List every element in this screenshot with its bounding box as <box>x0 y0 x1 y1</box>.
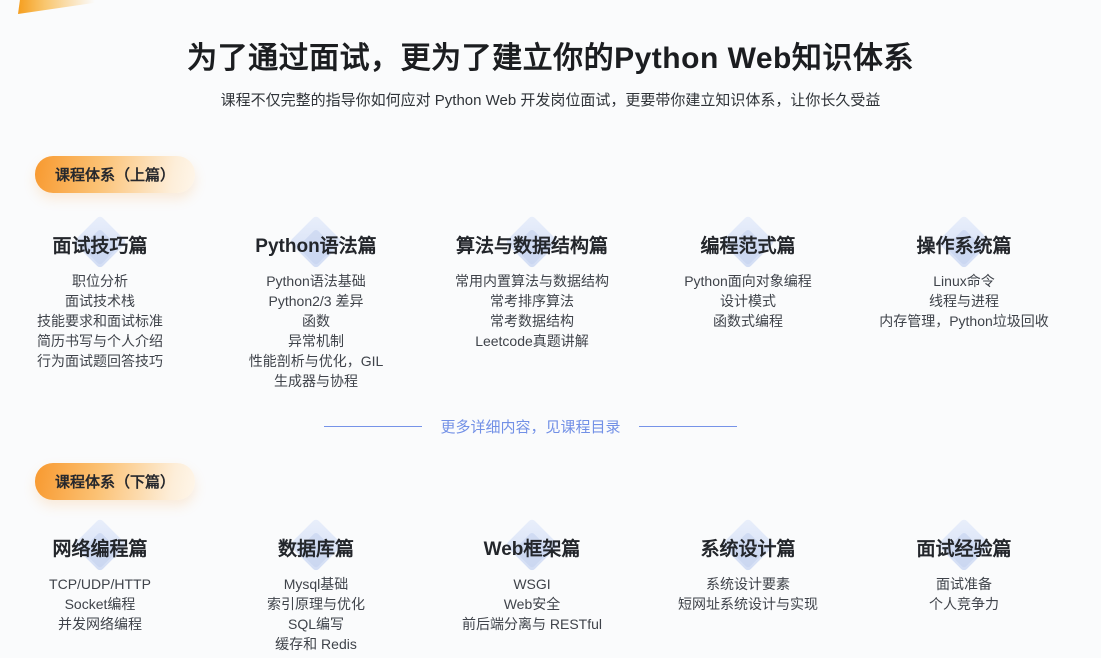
course-topic-item: Leetcode真题讲解 <box>475 332 589 349</box>
course-topic-item: 前后端分离与 RESTful <box>461 615 602 632</box>
column-heading-label: 操作系统篇 <box>916 236 1012 258</box>
course-column: 编程范式篇 Python面向对象编程 设计模式 函数式编程 <box>640 214 856 391</box>
course-topic-item: Web安全 <box>503 595 561 612</box>
column-heading: 操作系统篇 <box>856 214 1072 269</box>
course-topic-item: 个人竞争力 <box>929 595 999 612</box>
upper-badge-row: 课程体系（上篇） <box>35 155 1101 193</box>
upper-course-grid: 面试技巧篇 职位分析 面试技术栈 技能要求和面试标准 简历书写与个人介绍 行为面… <box>0 214 1072 391</box>
course-topic-item: 函数式编程 <box>713 312 783 329</box>
topic-list: 系统设计要素 短网址系统设计与实现 <box>640 574 856 614</box>
divider-line-left <box>324 426 423 428</box>
column-heading: 编程范式篇 <box>640 214 856 269</box>
topic-list: 面试准备 个人竞争力 <box>856 574 1072 614</box>
lower-course-grid: 网络编程篇 TCP/UDP/HTTP Socket编程 并发网络编程 数据库篇 … <box>0 517 1072 654</box>
topic-list: Linux命令 线程与进程 内存管理，Python垃圾回收 <box>856 271 1072 331</box>
column-heading: 面试技巧篇 <box>0 214 208 269</box>
course-topic-item: WSGI <box>513 575 551 592</box>
divider-line-right <box>638 426 737 428</box>
column-heading: Web框架篇 <box>424 517 640 572</box>
column-heading: 系统设计篇 <box>640 517 856 572</box>
course-topic-item: 常考数据结构 <box>490 312 574 329</box>
course-topic-item: 生成器与协程 <box>274 372 358 389</box>
course-column: 算法与数据结构篇 常用内置算法与数据结构 常考排序算法 常考数据结构 Leetc… <box>424 214 640 391</box>
column-heading-label: 数据库篇 <box>277 539 354 561</box>
column-heading-label: Web框架篇 <box>483 539 581 561</box>
course-topic-item: 系统设计要素 <box>706 575 790 592</box>
course-topic-item: 并发网络编程 <box>58 615 142 632</box>
column-heading-label: 编程范式篇 <box>700 236 796 258</box>
course-column: 操作系统篇 Linux命令 线程与进程 内存管理，Python垃圾回收 <box>856 214 1072 391</box>
column-heading: 面试经验篇 <box>856 517 1072 572</box>
course-topic-item: 短网址系统设计与实现 <box>678 595 818 612</box>
course-column: 系统设计篇 系统设计要素 短网址系统设计与实现 <box>640 517 856 654</box>
course-topic-item: Python2/3 差异 <box>268 292 364 309</box>
topic-list: Python面向对象编程 设计模式 函数式编程 <box>640 271 856 331</box>
course-topic-item: 技能要求和面试标准 <box>37 312 163 329</box>
topic-list: Mysql基础 索引原理与优化 SQL编写 缓存和 Redis <box>208 574 424 654</box>
column-heading-label: 网络编程篇 <box>52 539 148 561</box>
course-topic-item: 面试技术栈 <box>65 292 135 309</box>
course-topic-item: 简历书写与个人介绍 <box>37 332 163 349</box>
column-heading-label: 面试经验篇 <box>916 539 1012 561</box>
course-column: 网络编程篇 TCP/UDP/HTTP Socket编程 并发网络编程 <box>0 517 208 654</box>
column-heading-label: 系统设计篇 <box>700 539 796 561</box>
course-topic-item: 索引原理与优化 <box>267 595 365 612</box>
course-column: 面试经验篇 面试准备 个人竞争力 <box>856 517 1072 654</box>
more-content-divider: 更多详细内容，见课程目录 <box>0 417 1081 437</box>
course-topic-item: 行为面试题回答技巧 <box>37 352 163 369</box>
column-heading: Python语法篇 <box>208 214 424 269</box>
column-heading-label: Python语法篇 <box>255 236 377 258</box>
topic-list: 常用内置算法与数据结构 常考排序算法 常考数据结构 Leetcode真题讲解 <box>424 271 640 351</box>
course-topic-item: 常用内置算法与数据结构 <box>455 272 609 289</box>
topic-list: 职位分析 面试技术栈 技能要求和面试标准 简历书写与个人介绍 行为面试题回答技巧 <box>0 271 208 371</box>
course-topic-item: 内存管理，Python垃圾回收 <box>879 312 1049 329</box>
course-topic-item: Python面向对象编程 <box>684 272 812 289</box>
topic-list: Python语法基础 Python2/3 差异 函数 异常机制 性能剖析与优化，… <box>208 271 424 391</box>
course-topic-item: 缓存和 Redis <box>275 635 357 652</box>
course-topic-item: 常考排序算法 <box>490 292 574 309</box>
course-topic-item: TCP/UDP/HTTP <box>49 575 151 592</box>
course-topic-item: Python语法基础 <box>266 272 366 289</box>
course-column: Python语法篇 Python语法基础 Python2/3 差异 函数 异常机… <box>208 214 424 391</box>
course-column: 面试技巧篇 职位分析 面试技术栈 技能要求和面试标准 简历书写与个人介绍 行为面… <box>0 214 208 391</box>
course-topic-item: Mysql基础 <box>283 575 349 592</box>
column-heading-label: 面试技巧篇 <box>52 236 148 258</box>
hero-header: 为了通过面试，更为了建立你的Python Web知识体系 课程不仅完整的指导你如… <box>0 0 1101 110</box>
course-topic-item: 性能剖析与优化，GIL <box>248 352 384 369</box>
course-topic-item: 面试准备 <box>936 575 992 592</box>
column-heading: 网络编程篇 <box>0 517 208 572</box>
course-column: Web框架篇 WSGI Web安全 前后端分离与 RESTful <box>424 517 640 654</box>
course-column: 数据库篇 Mysql基础 索引原理与优化 SQL编写 缓存和 Redis <box>208 517 424 654</box>
course-topic-item: 函数 <box>302 312 330 329</box>
course-topic-item: 异常机制 <box>288 332 344 349</box>
topic-list: WSGI Web安全 前后端分离与 RESTful <box>424 574 640 634</box>
column-heading: 算法与数据结构篇 <box>424 214 640 269</box>
column-heading: 数据库篇 <box>208 517 424 572</box>
course-topic-item: Socket编程 <box>64 595 136 612</box>
page-subtitle: 课程不仅完整的指导你如何应对 Python Web 开发岗位面试，更要带你建立知… <box>220 91 881 109</box>
course-topic-item: 设计模式 <box>720 292 776 309</box>
topic-list: TCP/UDP/HTTP Socket编程 并发网络编程 <box>0 574 208 634</box>
lower-badge-row: 课程体系（下篇） <box>35 462 1101 500</box>
course-topic-item: 职位分析 <box>72 272 128 289</box>
course-topic-item: Linux命令 <box>933 272 995 289</box>
divider-label: 更多详细内容，见课程目录 <box>440 419 621 437</box>
course-topic-item: 线程与进程 <box>929 292 999 309</box>
course-topic-item: SQL编写 <box>287 615 344 632</box>
column-heading-label: 算法与数据结构篇 <box>455 236 608 258</box>
section-badge-upper: 课程体系（上篇） <box>35 155 196 193</box>
section-badge-lower: 课程体系（下篇） <box>35 462 196 500</box>
page-title: 为了通过面试，更为了建立你的Python Web知识体系 <box>187 42 914 75</box>
